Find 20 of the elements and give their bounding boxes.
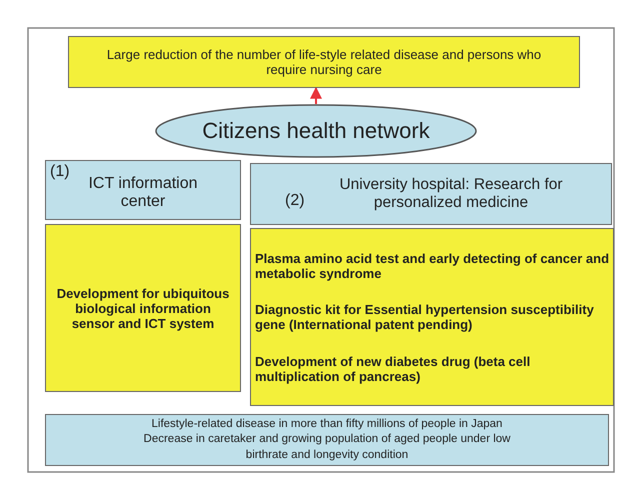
text-box bbox=[68, 36, 580, 88]
description-text: Development for ubiquitous biological information sensor and ICT system bbox=[56, 286, 230, 330]
network-title: Citizens health network bbox=[202, 118, 430, 144]
network-ellipse bbox=[155, 104, 477, 158]
text-box bbox=[250, 228, 614, 406]
arrow bbox=[310, 86, 322, 104]
section-heading: ICT information center bbox=[87, 175, 199, 211]
context-note: Lifestyle-related disease in more than fifty millions of people in Japan bbox=[152, 416, 502, 432]
description-text: Large reduction of the number of life-style related disease and persons who require nursing care bbox=[106, 47, 542, 77]
description-text: Diagnostic kit for Essential hypertension susceptibility gene (International patent pending) bbox=[255, 302, 595, 332]
description-text: Development of new diabetes drug (beta cell multiplication of pancreas) bbox=[255, 354, 532, 384]
context-note: Decrease in caretaker and growing population of aged people under low birthrate and longevity condition bbox=[142, 432, 512, 463]
description-text: Plasma amino acid test and early detecting of cancer and metabolic syndrome bbox=[255, 250, 609, 280]
section-number: (1) bbox=[50, 163, 70, 181]
section-number: (2) bbox=[285, 192, 305, 210]
section-heading: University hospital: Research for personalized medicine bbox=[338, 176, 564, 212]
header-box bbox=[45, 414, 609, 466]
header-box bbox=[45, 160, 241, 220]
text-box bbox=[45, 224, 241, 392]
header-box bbox=[250, 163, 612, 225]
